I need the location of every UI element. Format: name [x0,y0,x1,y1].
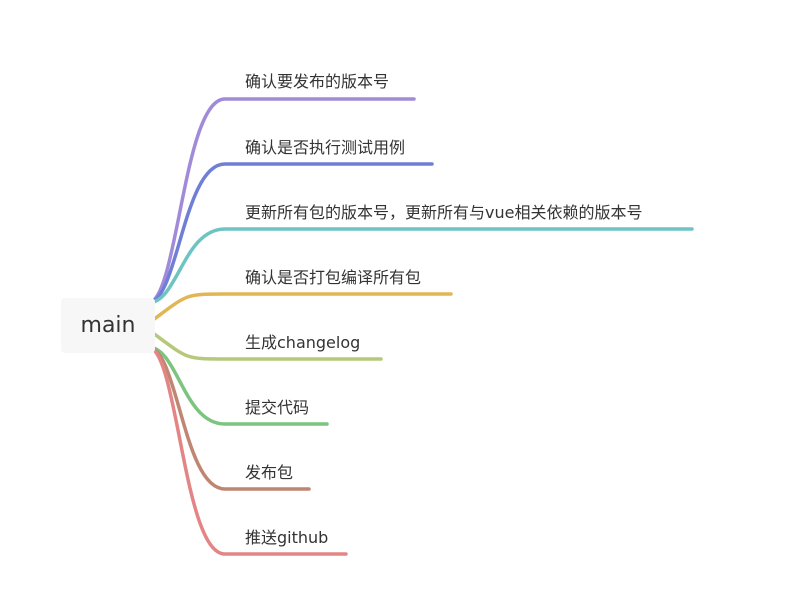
connector-group [146,97,694,556]
connector-3 [146,227,694,305]
connector-6 [146,345,329,426]
connector-8 [146,345,348,556]
root-node[interactable]: main [61,298,155,353]
branch-node-6[interactable]: 提交代码 [245,398,310,417]
branch-node-2[interactable]: 确认是否执行测试用例 [245,138,406,157]
branch-node-7[interactable]: 发布包 [245,463,294,482]
connector-2 [146,162,434,305]
branch-node-3[interactable]: 更新所有包的版本号，更新所有与vue相关依赖的版本号 [245,203,643,222]
branch-node-5[interactable]: 生成changelog [245,333,361,352]
branch-node-1[interactable]: 确认要发布的版本号 [245,72,390,91]
connector-4 [151,292,453,322]
branch-node-4[interactable]: 确认是否打包编译所有包 [245,268,422,287]
branch-node-8[interactable]: 推送github [245,528,329,547]
root-node-label: main [80,313,136,338]
connector-5 [151,331,383,361]
connector-1 [146,97,416,305]
